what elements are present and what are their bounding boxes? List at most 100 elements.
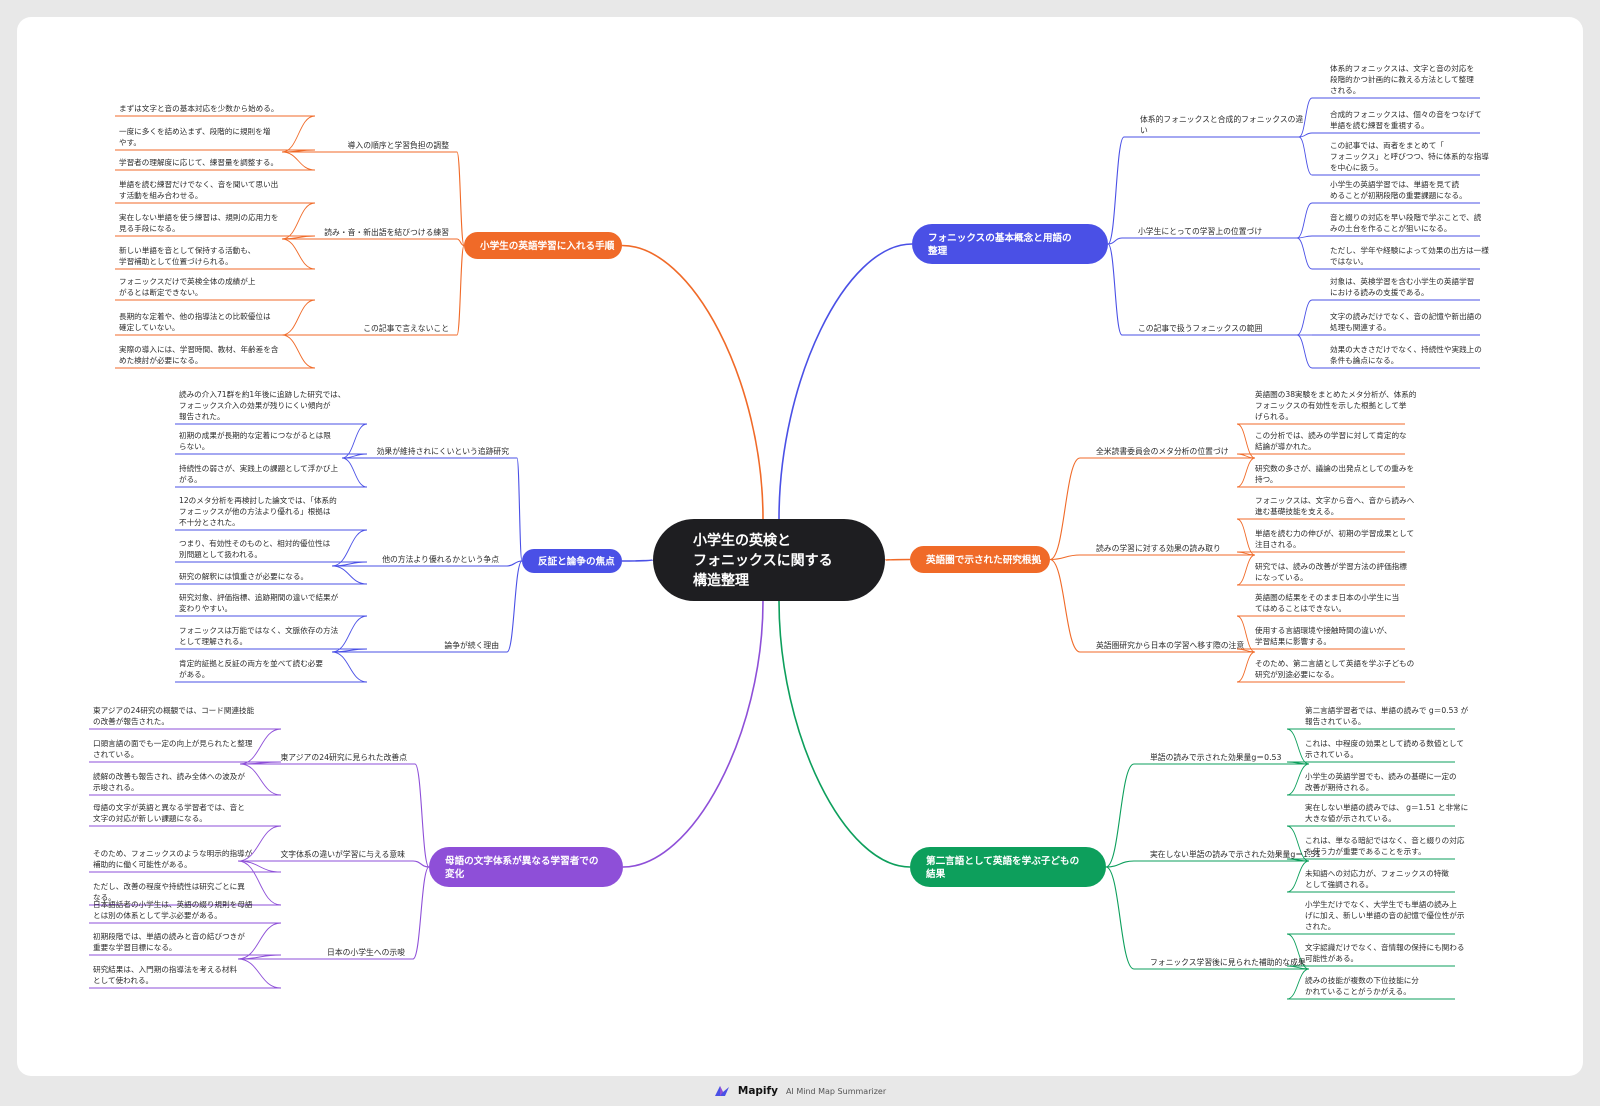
sub-topic-label: 東アジアの24研究に見られた改善点 bbox=[280, 752, 407, 762]
sub-topic-node[interactable]: 読み・音・新出語を結びつける練習 bbox=[282, 227, 457, 240]
leaf-text: 英語圏の結果をそのまま日本の小学生に当 bbox=[1255, 592, 1399, 602]
leaf-node[interactable]: 英語圏の38実験をまとめたメタ分析が、体系的フォニックスの有効性を示した根拠とし… bbox=[1237, 389, 1417, 425]
leaf-text: す活動を組み合わせる。 bbox=[119, 190, 203, 200]
leaf-text: 対象は、英検学習を含む小学生の英語学習 bbox=[1330, 276, 1474, 286]
sub-topic-node[interactable]: 読みの学習に対する効果の読み取り bbox=[1080, 543, 1255, 556]
main-branch-node[interactable]: 反証と論争の焦点 bbox=[522, 549, 622, 573]
leaf-node[interactable]: 使用する言語環境や接触時間の違いが、学習結果に影響する。 bbox=[1237, 625, 1405, 650]
leaf-text: 実際の導入には、学習時間、教材、年齢差を含 bbox=[119, 344, 279, 354]
leaf-connector bbox=[331, 529, 368, 567]
leaf-node[interactable]: 学習者の理解度に応じて、練習量を調整する。 bbox=[115, 157, 315, 171]
sub-topic-node[interactable]: 日本の小学生への示唆 bbox=[238, 947, 413, 960]
sub-topic-label: この記事で扱うフォニックスの範囲 bbox=[1138, 323, 1263, 333]
sub-topic-node[interactable]: フォニックス学習後に見られた補助的な成果 bbox=[1134, 957, 1309, 970]
sub-topic-node[interactable]: 文字体系の違いが学習に与える意味 bbox=[238, 849, 413, 862]
sub-topic-node[interactable]: 導入の順序と学習負担の調整 bbox=[282, 140, 457, 153]
sub-topic-node[interactable]: 東アジアの24研究に見られた改善点 bbox=[240, 752, 415, 765]
sub-topic-node[interactable]: 単語の読みで示された効果量g＝0.53 bbox=[1134, 752, 1309, 765]
leaf-connector bbox=[1236, 615, 1256, 653]
leaf-connector bbox=[1236, 453, 1256, 459]
leaf-node[interactable]: 研究の解釈には慎重さが必要になる。 bbox=[175, 571, 367, 585]
leaf-node[interactable]: 体系的フォニックスは、文字と音の対応を段階的かつ計画的に教える方法として整理され… bbox=[1312, 63, 1480, 99]
leaf-text: フォニックスが他の方法より優れる」根拠は bbox=[179, 506, 331, 516]
leaf-node[interactable]: 読みの介入71群を約1年後に追跡した研究では、フォニックス介入の効果が残りにくい… bbox=[175, 389, 367, 425]
leaf-node[interactable]: 新しい単語を音として保持する活動も、学習補助として位置づけられる。 bbox=[115, 245, 315, 270]
leaf-node[interactable]: この記事では、両者をまとめて「フォニックス」と呼びつつ、特に体系的な指導を中心に… bbox=[1312, 140, 1489, 176]
sub-topic-node[interactable]: 小学生にとっての学習上の位置づけ bbox=[1122, 226, 1297, 239]
sub-topic-node[interactable]: 全米読書委員会のメタ分析の位置づけ bbox=[1080, 446, 1255, 459]
main-branch-node[interactable]: 小学生の英語学習に入れる手順 bbox=[464, 232, 622, 259]
leaf-node[interactable]: 12のメタ分析を再検討した論文では、「体系的フォニックスが他の方法より優れる」根… bbox=[175, 495, 367, 531]
sub-connector bbox=[506, 560, 523, 567]
leaf-text: がある。 bbox=[179, 669, 209, 679]
sub-topic-node[interactable]: 効果が維持されにくいという追跡研究 bbox=[342, 446, 517, 459]
mindmap-canvas[interactable]: フォニックスの基本概念と用語の整理 体系的フォニックスと合成的フォニックスの違い体… bbox=[17, 17, 1583, 1076]
main-branch-node[interactable]: 英語圏で示された研究根拠 bbox=[910, 546, 1050, 573]
sub-topic-node[interactable]: 実在しない単語の読みで示された効果量g＝1.51 bbox=[1134, 849, 1320, 862]
sub-topic-node[interactable]: 論争が続く理由 bbox=[332, 640, 507, 653]
sub-topic-node[interactable]: この記事で言えないこと bbox=[282, 323, 457, 336]
sub-topic-node[interactable]: この記事で扱うフォニックスの範囲 bbox=[1122, 323, 1297, 336]
sub-topic-node[interactable]: 英語圏研究から日本の学習へ移す際の注意 bbox=[1080, 640, 1255, 653]
leaf-text: になっている。 bbox=[1255, 573, 1308, 582]
leaf-node[interactable]: まずは文字と音の基本対応を少数から始める。 bbox=[115, 103, 315, 117]
leaf-connector bbox=[331, 561, 368, 567]
sub-connector bbox=[516, 457, 523, 562]
leaf-text: 未知語への対応力が、フォニックスの特徴 bbox=[1305, 868, 1449, 878]
leaf-text: フォニックスは万能ではなく、文脈依存の方法 bbox=[179, 625, 339, 635]
sub-topic-node[interactable]: 他の方法より優れるかという争点 bbox=[332, 554, 507, 567]
leaf-text: 小学生の英語学習でも、読みの基礎に一定の bbox=[1305, 771, 1457, 781]
leaf-node[interactable]: 小学生だけでなく、大学生でも単語の読み上げに加え、新しい単語の音の記憶で優位性が… bbox=[1287, 899, 1465, 935]
